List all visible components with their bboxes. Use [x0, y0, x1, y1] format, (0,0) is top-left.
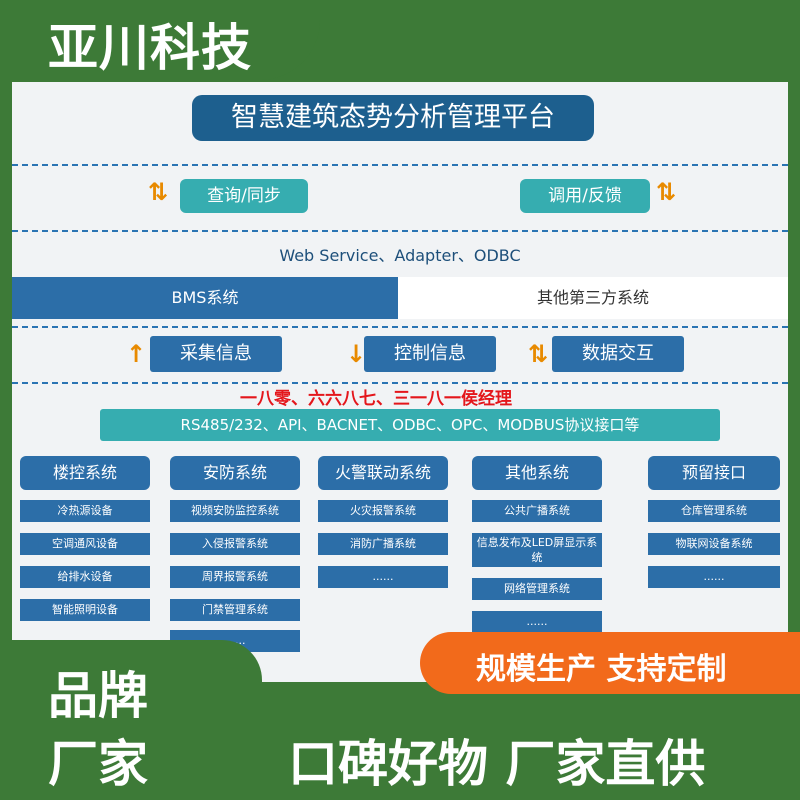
- production-banner: 规模生产 支持定制: [420, 632, 800, 694]
- list-item: 火灾报警系统: [318, 500, 448, 522]
- list-item: ......: [472, 611, 602, 633]
- up-arrow-icon: ↑: [126, 340, 147, 368]
- third-party-system: 其他第三方系统: [398, 277, 788, 319]
- brand-name: 亚川科技: [48, 19, 252, 77]
- list-item: ......: [318, 566, 448, 588]
- divider-top: [12, 164, 788, 166]
- contact-note: 一八零、六六八七、三一八一侯经理: [240, 389, 512, 409]
- call-feedback-pill: 调用/反馈: [520, 179, 650, 213]
- collect-info-box: 采集信息: [150, 336, 282, 372]
- factory-label: 厂家: [48, 735, 148, 793]
- down-arrow-icon: ↓: [346, 340, 367, 368]
- data-exchange-box: 数据交互: [552, 336, 684, 372]
- list-item: ......: [648, 566, 780, 588]
- control-info-box: 控制信息: [364, 336, 496, 372]
- divider-mid: [12, 230, 788, 232]
- bms-system: BMS系统: [12, 277, 398, 319]
- bidirectional-arrow-icon: ⇅: [528, 340, 549, 368]
- reputation-slogan: 口碑好物 厂家直供: [288, 735, 706, 793]
- list-item: 冷热源设备: [20, 500, 150, 522]
- column-head-fire-alarm: 火警联动系统: [318, 456, 448, 490]
- service-band: Web Service、Adapter、ODBC: [279, 246, 521, 265]
- bidirectional-arrow-icon: ⇅: [148, 178, 169, 206]
- list-item: 视频安防监控系统: [170, 500, 300, 522]
- brand-banner: 亚川科技: [0, 0, 320, 80]
- divider-info-top: [12, 326, 788, 328]
- brand-label: 品牌: [48, 667, 148, 725]
- list-item: 仓库管理系统: [648, 500, 780, 522]
- list-item: 给排水设备: [20, 566, 150, 588]
- column-head-building-control: 楼控系统: [20, 456, 150, 490]
- column-head-reserved-interface: 预留接口: [648, 456, 780, 490]
- list-item: 信息发布及LED屏显示系统: [472, 533, 602, 567]
- list-item: 入侵报警系统: [170, 533, 300, 555]
- platform-title: 智慧建筑态势分析管理平台: [192, 95, 594, 141]
- protocol-band: RS485/232、API、BACNET、ODBC、OPC、MODBUS协议接口…: [100, 409, 720, 441]
- list-item: 消防广播系统: [318, 533, 448, 555]
- column-head-security: 安防系统: [170, 456, 300, 490]
- column-head-other-systems: 其他系统: [472, 456, 602, 490]
- list-item: 公共广播系统: [472, 500, 602, 522]
- list-item: 周界报警系统: [170, 566, 300, 588]
- production-slogan: 规模生产 支持定制: [476, 652, 727, 687]
- list-item: 智能照明设备: [20, 599, 150, 621]
- list-item: 物联网设备系统: [648, 533, 780, 555]
- list-item: 空调通风设备: [20, 533, 150, 555]
- brand-factory-banner: [0, 640, 262, 800]
- divider-info-bottom: [12, 382, 788, 384]
- list-item: 网络管理系统: [472, 578, 602, 600]
- list-item: 门禁管理系统: [170, 599, 300, 621]
- bidirectional-arrow-icon: ⇅: [656, 178, 677, 206]
- query-sync-pill: 查询/同步: [180, 179, 308, 213]
